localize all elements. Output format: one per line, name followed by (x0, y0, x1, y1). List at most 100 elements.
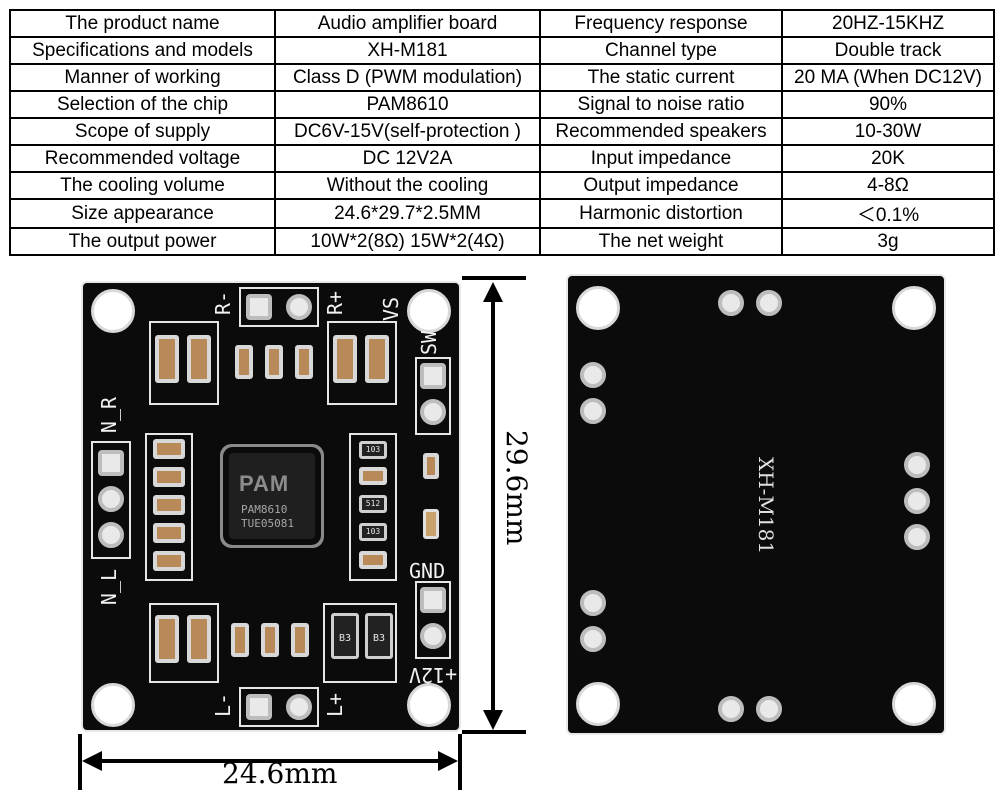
spec-label-cell: Recommended speakers (539, 117, 783, 146)
sw-header-outline (415, 357, 451, 435)
width-dimension-line (92, 759, 448, 763)
spec-label-cell: The output power (9, 227, 276, 256)
spec-value-cell: Audio amplifier board (274, 9, 541, 38)
spec-value-cell: 10W*2(8Ω) 15W*2(4Ω) (274, 227, 541, 256)
arrow-right-icon (438, 751, 458, 771)
capacitor (153, 439, 185, 459)
spec-value-cell: XH-M181 (274, 36, 541, 65)
mounting-hole (576, 286, 620, 330)
mounting-hole (91, 289, 135, 333)
through-hole-pad (580, 590, 606, 616)
through-hole-pad (580, 362, 606, 388)
component-outline (149, 603, 219, 683)
spec-value-cell: DC 12V2A (274, 144, 541, 173)
component-outline (327, 321, 397, 405)
spec-value-cell: 20K (781, 144, 995, 173)
spec-label-cell: Input impedance (539, 144, 783, 173)
arrow-up-icon (483, 282, 503, 302)
capacitor (155, 335, 179, 383)
spec-label-cell: Frequency response (539, 9, 783, 38)
component-outline (149, 321, 219, 405)
back-board-photo: XH-M181 (566, 274, 946, 735)
mounting-hole (892, 286, 936, 330)
height-dimension-label: 29.6mm (500, 430, 533, 546)
capacitor-small (231, 623, 249, 657)
n-r-label: N_R (97, 396, 122, 434)
through-hole-pad (904, 488, 930, 514)
capacitor-small (295, 345, 313, 379)
right-speaker-pad (246, 294, 272, 320)
n-l-label: N_L (97, 568, 122, 606)
spec-label-cell: Size appearance (9, 198, 276, 229)
capacitor (359, 551, 387, 569)
l-minus-label: L- (211, 692, 236, 718)
through-hole-pad (580, 626, 606, 652)
capacitor (187, 615, 211, 663)
spec-label-cell: Signal to noise ratio (539, 90, 783, 119)
l-plus-label: L+ (323, 692, 348, 718)
spec-label-cell: The net weight (539, 227, 783, 256)
spec-label-cell: Channel type (539, 36, 783, 65)
mounting-hole (892, 682, 936, 726)
diode: B3 (331, 613, 359, 659)
arrow-down-icon (483, 710, 503, 730)
spec-value-cell: Without the cooling (274, 171, 541, 200)
r-plus-label: R+ (323, 290, 348, 316)
mounting-hole (407, 289, 451, 333)
spec-label-cell: Scope of supply (9, 117, 276, 146)
right-speaker-pad (286, 294, 312, 320)
height-arrows (483, 282, 503, 730)
pam8610-chip: PAM PAM8610 TUE05081 (229, 453, 315, 539)
chip-logo: PAM (239, 471, 290, 496)
height-dimension-bottom-tick (462, 730, 526, 734)
input-header-outline (91, 441, 131, 559)
sw-label: SW (417, 330, 442, 356)
spec-value-cell: 10-30W (781, 117, 995, 146)
spec-value-cell: Class D (PWM modulation) (274, 63, 541, 92)
left-speaker-pad (246, 694, 272, 720)
capacitor-small (261, 623, 279, 657)
front-board-photo: R- R+ VS SW N_R N_L GND +12V L- L+ 103 5… (81, 281, 461, 732)
capacitor (365, 335, 389, 383)
through-hole-pad (718, 290, 744, 316)
input-pad (98, 486, 124, 512)
capacitor (359, 467, 387, 485)
width-dimension-left-tick (78, 734, 82, 790)
capacitor-small (423, 453, 439, 479)
spec-value-cell: 24.6*29.7*2.5MM (274, 198, 541, 229)
capacitor-small (235, 345, 253, 379)
spec-value-cell: Double track (781, 36, 995, 65)
mounting-hole (576, 682, 620, 726)
spec-value-cell: DC6V-15V(self-protection ) (274, 117, 541, 146)
r-minus-label: R- (211, 290, 236, 316)
board-model-label: XH-M181 (754, 457, 778, 555)
left-speaker-pad (286, 694, 312, 720)
arrow-left-icon (82, 751, 102, 771)
diode: B3 (365, 613, 393, 659)
capacitor (155, 615, 179, 663)
capacitor (153, 495, 185, 515)
spec-value-cell: PAM8610 (274, 90, 541, 119)
mounting-hole (407, 683, 451, 727)
through-hole-pad (718, 696, 744, 722)
plus12v-label: +12V (409, 663, 458, 687)
spec-value-cell: 20 MA (When DC12V) (781, 63, 995, 92)
through-hole-pad (756, 696, 782, 722)
right-speaker-terminal-outline (239, 287, 319, 327)
spec-label-cell: The cooling volume (9, 171, 276, 200)
power-header-outline (415, 581, 451, 659)
component-outline (323, 603, 397, 683)
vs-label: VS (379, 296, 404, 322)
spec-value-cell: 4-8Ω (781, 171, 995, 200)
resistor: 103 (359, 441, 387, 459)
